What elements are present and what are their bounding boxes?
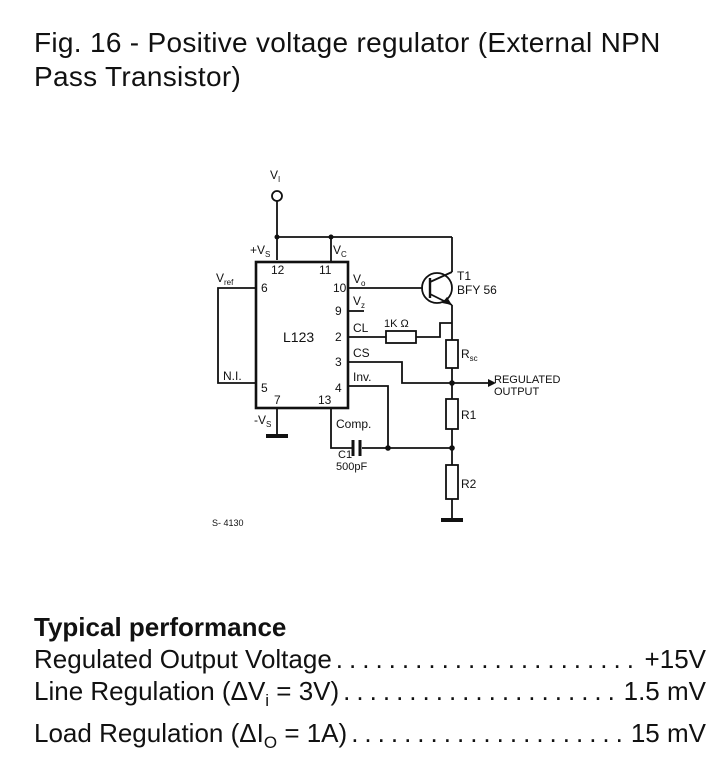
pin-2: 2	[335, 330, 342, 344]
vref-label: Vref	[216, 271, 234, 287]
leader-dots	[351, 717, 627, 749]
performance-label: Load Regulation (ΔIO = 1A)	[34, 718, 348, 753]
output-label-line2: OUTPUT	[494, 386, 540, 398]
ic-l123-body	[254, 260, 350, 410]
vz-label: Vz	[353, 294, 365, 310]
junction-dot-inv	[385, 445, 391, 451]
transistor-ref: T1	[457, 269, 471, 283]
pin-11: 11	[319, 263, 332, 277]
pin-10: 10	[333, 281, 347, 295]
drawing-code: S- 4130	[212, 518, 244, 528]
pin-9: 9	[335, 304, 342, 318]
performance-row: Line Regulation (ΔVi = 3V) 1.5 mV	[34, 675, 706, 717]
pin-7: 7	[274, 393, 281, 407]
cap-value: 500pF	[336, 461, 367, 473]
resistor-rsc	[445, 339, 459, 369]
pin-4: 4	[335, 381, 342, 395]
vc-label: VC	[333, 243, 347, 259]
performance-row: Load Regulation (ΔIO = 1A) 15 mV	[34, 717, 706, 759]
ni-label: N.I.	[223, 369, 242, 383]
vref-ni-link	[217, 287, 256, 384]
pin-12: 12	[271, 263, 285, 277]
circuit-schematic: VI +VS VC 12 11 Vref 6 10 Vo T1 BFY 56 V…	[212, 168, 560, 528]
emitter-arrow-icon	[442, 297, 452, 305]
cl-wire-2	[416, 322, 452, 338]
performance-label: Regulated Output Voltage	[34, 644, 332, 674]
resistor-r2	[445, 464, 459, 500]
pin-6: 6	[261, 281, 268, 295]
inv-wire	[348, 385, 452, 449]
cap-ref: C1	[338, 449, 352, 461]
performance-value: 15 mV	[630, 718, 706, 749]
leader-dots	[336, 643, 641, 675]
supply-neg-label: -VS	[254, 413, 271, 429]
vo-label: Vo	[353, 272, 366, 288]
performance-section: Typical performance Regulated Output Vol…	[34, 611, 706, 759]
junction-dot-output	[449, 380, 455, 386]
junction-dot-divider	[449, 445, 455, 451]
inv-label: Inv.	[353, 370, 371, 384]
output-label-line1: REGULATED	[494, 374, 560, 386]
junction-dot-rail	[328, 234, 334, 240]
performance-row: Regulated Output Voltage +15V	[34, 643, 706, 675]
figure-title: Fig. 16 - Positive voltage regulator (Ex…	[34, 27, 661, 92]
transistor-t1-body	[421, 272, 453, 304]
output-arrow-icon	[488, 379, 496, 387]
comp-wire	[330, 408, 352, 449]
pin-5: 5	[261, 381, 268, 395]
performance-label: Line Regulation (ΔVi = 3V)	[34, 676, 340, 711]
rsc-label: Rsc	[461, 347, 478, 363]
leader-dots	[343, 675, 619, 707]
r1-label: R1	[461, 408, 477, 422]
r2-label: R2	[461, 477, 477, 491]
cs-wire	[348, 361, 452, 384]
ground-symbol-divider	[441, 518, 463, 522]
supply-pos-label: +VS	[250, 243, 270, 259]
performance-value: +15V	[644, 644, 706, 674]
cl-label: CL	[353, 321, 369, 335]
input-label: VI	[270, 168, 280, 184]
input-terminal	[271, 190, 283, 202]
resistor-1k-label: 1K Ω	[384, 318, 409, 330]
resistor-r1	[445, 398, 459, 430]
ground-symbol-ic	[266, 434, 288, 438]
pin-13: 13	[318, 393, 332, 407]
comp-label: Comp.	[336, 417, 371, 431]
ic-name: L123	[283, 329, 314, 345]
resistor-1k	[385, 330, 417, 344]
performance-value: 1.5 mV	[623, 676, 706, 706]
transistor-part: BFY 56	[457, 283, 497, 297]
transistor-collector	[429, 271, 453, 283]
junction-dot-rail-in	[274, 234, 280, 240]
performance-heading: Typical performance	[34, 612, 287, 642]
pin-3: 3	[335, 355, 342, 369]
cs-label: CS	[353, 346, 370, 360]
